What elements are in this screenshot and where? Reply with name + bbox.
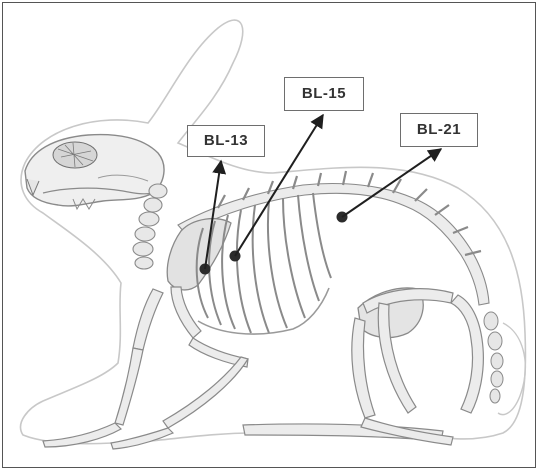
rabbit-skeleton-diagram [3,3,536,468]
skull [25,135,164,209]
forelimbs [43,287,248,449]
acupoint-label-bl-13: BL-13 [187,125,265,157]
tail-vertebrae [484,312,503,403]
acupoint-label-bl-15: BL-15 [284,77,364,111]
figure-frame: BL-13 BL-15 BL-21 [2,2,536,468]
acupoint-label-bl-21: BL-21 [400,113,478,147]
